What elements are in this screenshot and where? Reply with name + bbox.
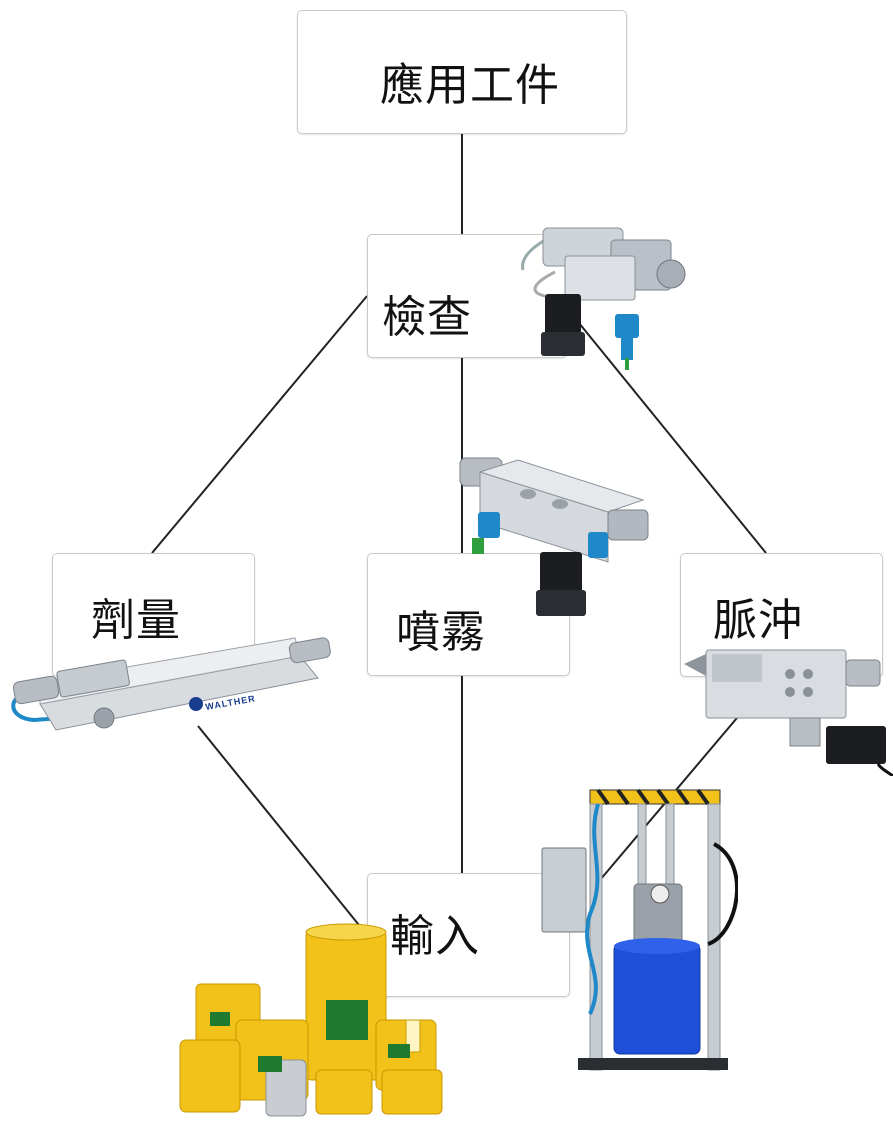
node-dosing-label: 劑量 — [91, 595, 181, 646]
node-dosing: 劑量 — [52, 553, 255, 677]
node-application: 應用工件 — [297, 10, 627, 134]
node-application-label: 應用工件 — [380, 60, 560, 111]
node-spraying-label: 噴霧 — [396, 607, 486, 658]
node-input-label: 輸入 — [390, 911, 480, 962]
node-inspection-label: 檢查 — [382, 292, 472, 343]
line-inspection-pulse — [556, 295, 767, 554]
dosing-valve-image: WALTHER — [11, 637, 331, 731]
inspection-valve-image — [521, 227, 686, 370]
line-dosing-input — [197, 725, 368, 936]
lubricant-cans-image: BECHEM — [179, 923, 443, 1117]
node-pulse-label: 脈沖 — [713, 595, 803, 646]
node-spraying: 噴霧 — [367, 553, 570, 676]
pulse-valve-image — [684, 649, 893, 776]
node-inspection: 檢查 — [367, 234, 567, 358]
node-input: 輸入 — [367, 873, 570, 997]
spray-valve-image — [459, 457, 649, 616]
pump-station-image — [541, 788, 738, 1071]
bechem-logo-text: BECHEM — [329, 1019, 360, 1026]
line-inspection-dosing — [151, 295, 368, 554]
